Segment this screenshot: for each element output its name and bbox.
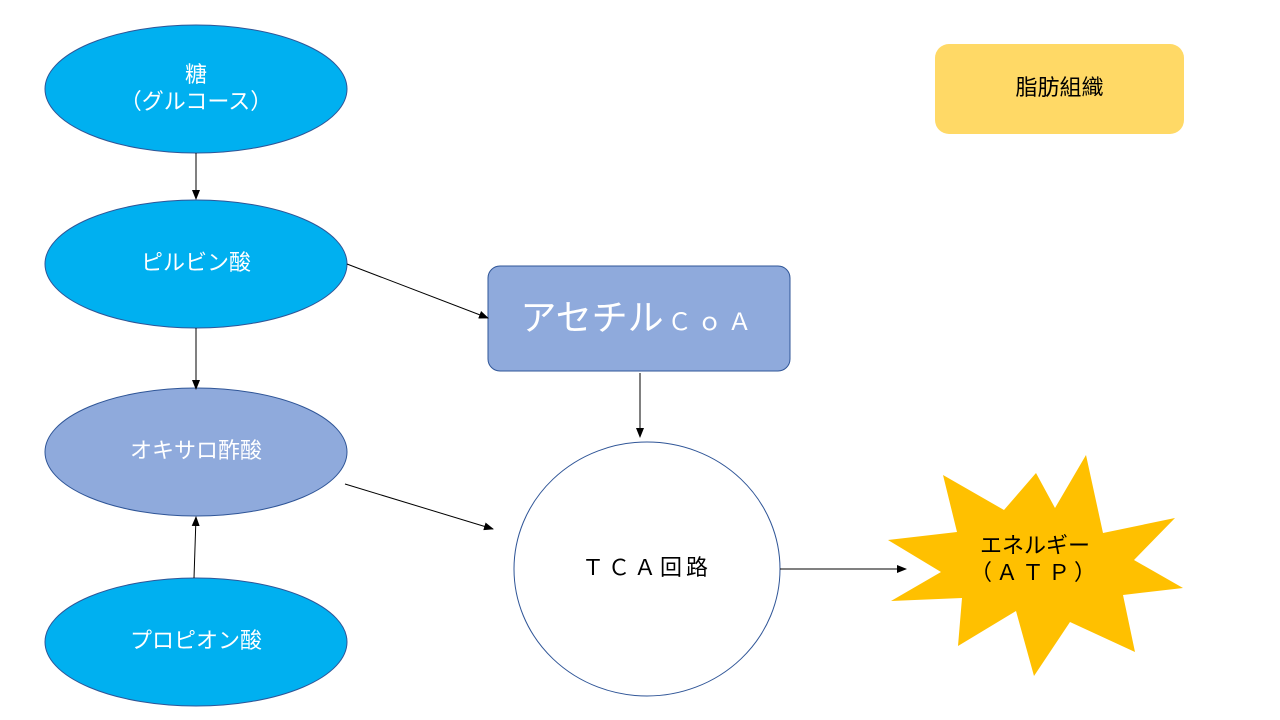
adipose-tissue-label: 脂肪組織: [935, 44, 1184, 134]
tca-cycle-label-text: ＴＣＡ回路: [581, 556, 712, 582]
sugar-label-line1: 糖: [184, 62, 207, 88]
acetyl-coa-suffix: ＣｏＡ: [667, 308, 758, 336]
sugar-label-line2: （グルコース）: [119, 90, 273, 115]
energy-label: エネルギー （ＡＴＰ）: [920, 525, 1150, 595]
oxaloacetate-label: オキサロ酢酸: [46, 388, 346, 516]
arrow-propionate-to-oxaloacetate: [191, 516, 200, 579]
pyruvate-label: ピルビン酸: [46, 200, 346, 328]
acetyl-coa-label: アセチル ＣｏＡ: [488, 266, 790, 371]
pyruvate-label-text: ピルビン酸: [140, 251, 251, 277]
acetyl-coa-main: アセチル: [520, 298, 664, 339]
adipose-tissue-node: [935, 44, 1184, 134]
energy-burst-node: [888, 455, 1183, 676]
energy-label-line2: （ＡＴＰ）: [969, 561, 1100, 586]
tca-cycle-label: ＴＣＡ回路: [514, 442, 780, 696]
arrow-pyruvate-to-acetyl-coa: [346, 263, 489, 319]
oxaloacetate-label-text: オキサロ酢酸: [129, 439, 262, 465]
arrow-oxaloacetate-to-tca: [344, 483, 494, 531]
energy-label-line1: エネルギー: [979, 533, 1090, 559]
sugar-label: 糖 （グルコース）: [46, 25, 346, 153]
propionate-label-text: プロピオン酸: [129, 629, 262, 655]
adipose-tissue-label-text: 脂肪組織: [1015, 76, 1104, 102]
propionate-label: プロピオン酸: [46, 578, 346, 706]
propionate-node: [44, 577, 348, 707]
